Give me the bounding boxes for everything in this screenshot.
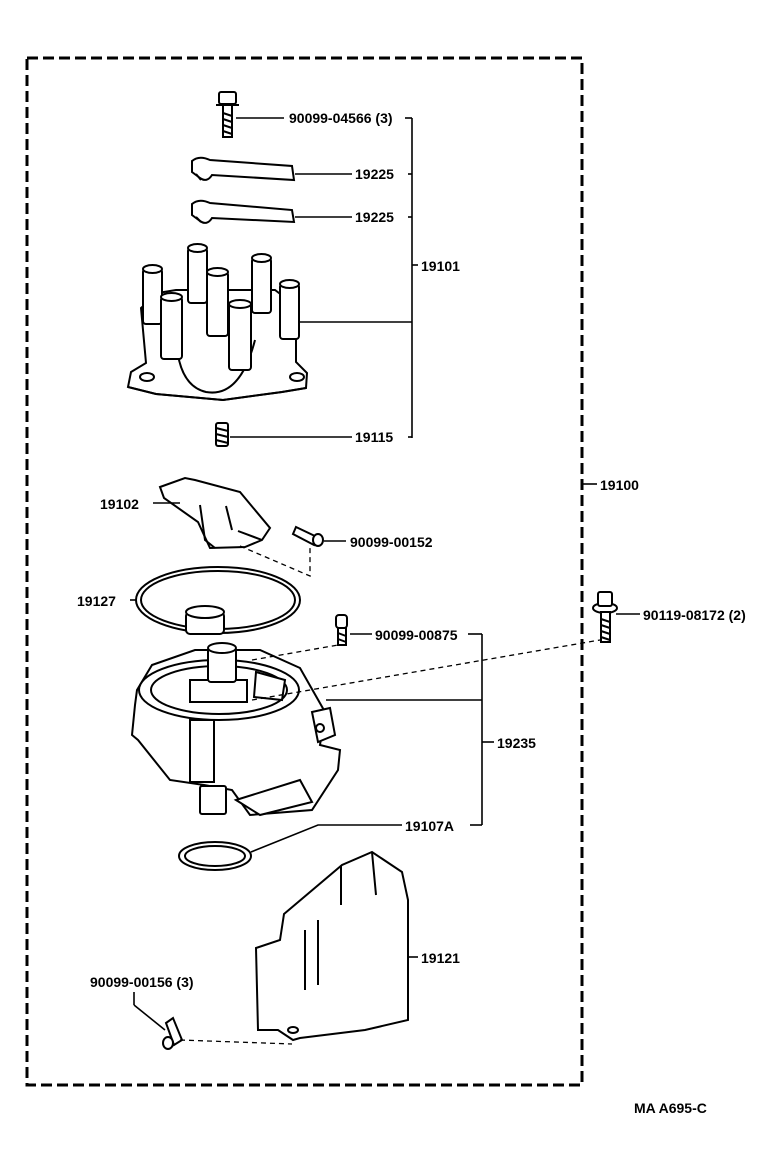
- distributor-cap-drawing: [126, 243, 309, 402]
- label-19235: 19235: [497, 735, 536, 751]
- label-19121: 19121: [421, 950, 460, 966]
- rotor-drawing: [158, 476, 272, 550]
- dust-cover-drawing: [254, 850, 409, 1042]
- rotor-screw-drawing: [291, 525, 324, 547]
- label-19107A: 19107A: [405, 818, 454, 834]
- center-carbon-drawing: [215, 422, 229, 447]
- cap-clip-lower-drawing: [191, 199, 296, 224]
- cover-screw-drawing: [162, 1016, 184, 1050]
- assembly-boundary: [25, 56, 584, 1087]
- label-90099-00875: 90099-00875: [375, 627, 458, 643]
- label-19102: 19102: [100, 496, 139, 512]
- o-ring-drawing: [178, 841, 252, 871]
- cap-clip-upper-drawing: [191, 156, 296, 182]
- label-90119-08172: 90119-08172 (2): [643, 607, 746, 623]
- label-90099-04566: 90099-04566 (3): [289, 110, 393, 126]
- label-19225-upper: 19225: [355, 166, 394, 182]
- cap-bolt-drawing: [216, 91, 239, 138]
- diagram-reference-code: MA A695-C: [634, 1100, 707, 1116]
- label-90099-00152: 90099-00152: [350, 534, 433, 550]
- governor-screw-drawing: [335, 614, 348, 646]
- label-19100: 19100: [600, 477, 639, 493]
- assembly-guides: [179, 545, 601, 1045]
- label-19115: 19115: [355, 429, 393, 445]
- label-19225-lower: 19225: [355, 209, 394, 225]
- label-19127: 19127: [77, 593, 116, 609]
- housing-bolt-drawing: [592, 591, 618, 643]
- distributor-housing-drawing: [130, 605, 342, 817]
- label-19101: 19101: [421, 258, 460, 274]
- label-90099-00156: 90099-00156 (3): [90, 974, 194, 990]
- leader-lines: [130, 117, 640, 1031]
